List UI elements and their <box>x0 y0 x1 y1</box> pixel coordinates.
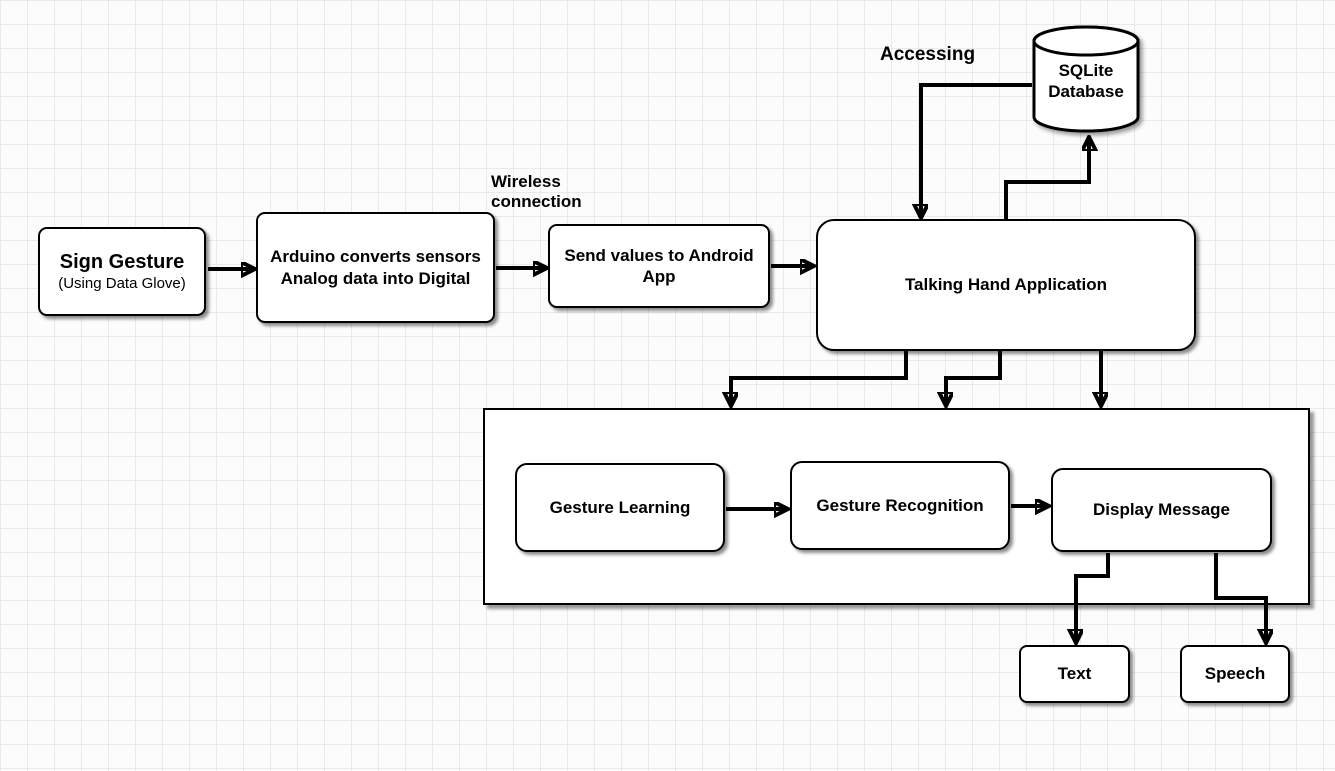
talking-hand-app-node: Talking Hand Application <box>816 219 1196 351</box>
gesture-recognition-label: Gesture Recognition <box>816 495 984 515</box>
arduino-node: Arduino converts sensors Analog data int… <box>256 212 495 323</box>
send-values-label: Send values to Android App <box>564 245 754 286</box>
send-values-node: Send values to Android App <box>548 224 770 308</box>
sign-gesture-node: Sign Gesture (Using Data Glove) <box>38 227 206 316</box>
gesture-learning-node: Gesture Learning <box>515 463 725 552</box>
arrow-app-to-group-middle <box>946 351 1002 404</box>
speech-output-node: Speech <box>1180 645 1290 703</box>
gesture-recognition-node: Gesture Recognition <box>790 461 1010 550</box>
talking-hand-app-label: Talking Hand Application <box>904 275 1108 295</box>
arduino-label: Arduino converts sensors Analog data int… <box>270 247 481 288</box>
accessing-annotation: Accessing <box>880 44 976 65</box>
database-cylinder-icon <box>1032 25 1140 133</box>
arrow-app-to-group-left <box>731 351 908 404</box>
sign-gesture-subtitle: (Using Data Glove) <box>58 274 186 292</box>
display-message-node: Display Message <box>1051 468 1272 552</box>
text-output-node: Text <box>1019 645 1130 703</box>
sqlite-database-node: SQLite Database <box>1031 24 1141 134</box>
sign-gesture-title: Sign Gesture <box>59 250 185 273</box>
display-message-label: Display Message <box>1092 500 1230 520</box>
sqlite-database-label: SQLite Database <box>1048 61 1124 102</box>
wireless-connection-annotation: Wireless connection <box>491 172 582 212</box>
text-output-label: Text <box>1057 664 1092 684</box>
arrow-database-accessing-app <box>921 83 1032 216</box>
arrow-app-to-database <box>1004 139 1089 219</box>
speech-output-label: Speech <box>1204 664 1266 684</box>
gesture-learning-label: Gesture Learning <box>549 497 691 517</box>
